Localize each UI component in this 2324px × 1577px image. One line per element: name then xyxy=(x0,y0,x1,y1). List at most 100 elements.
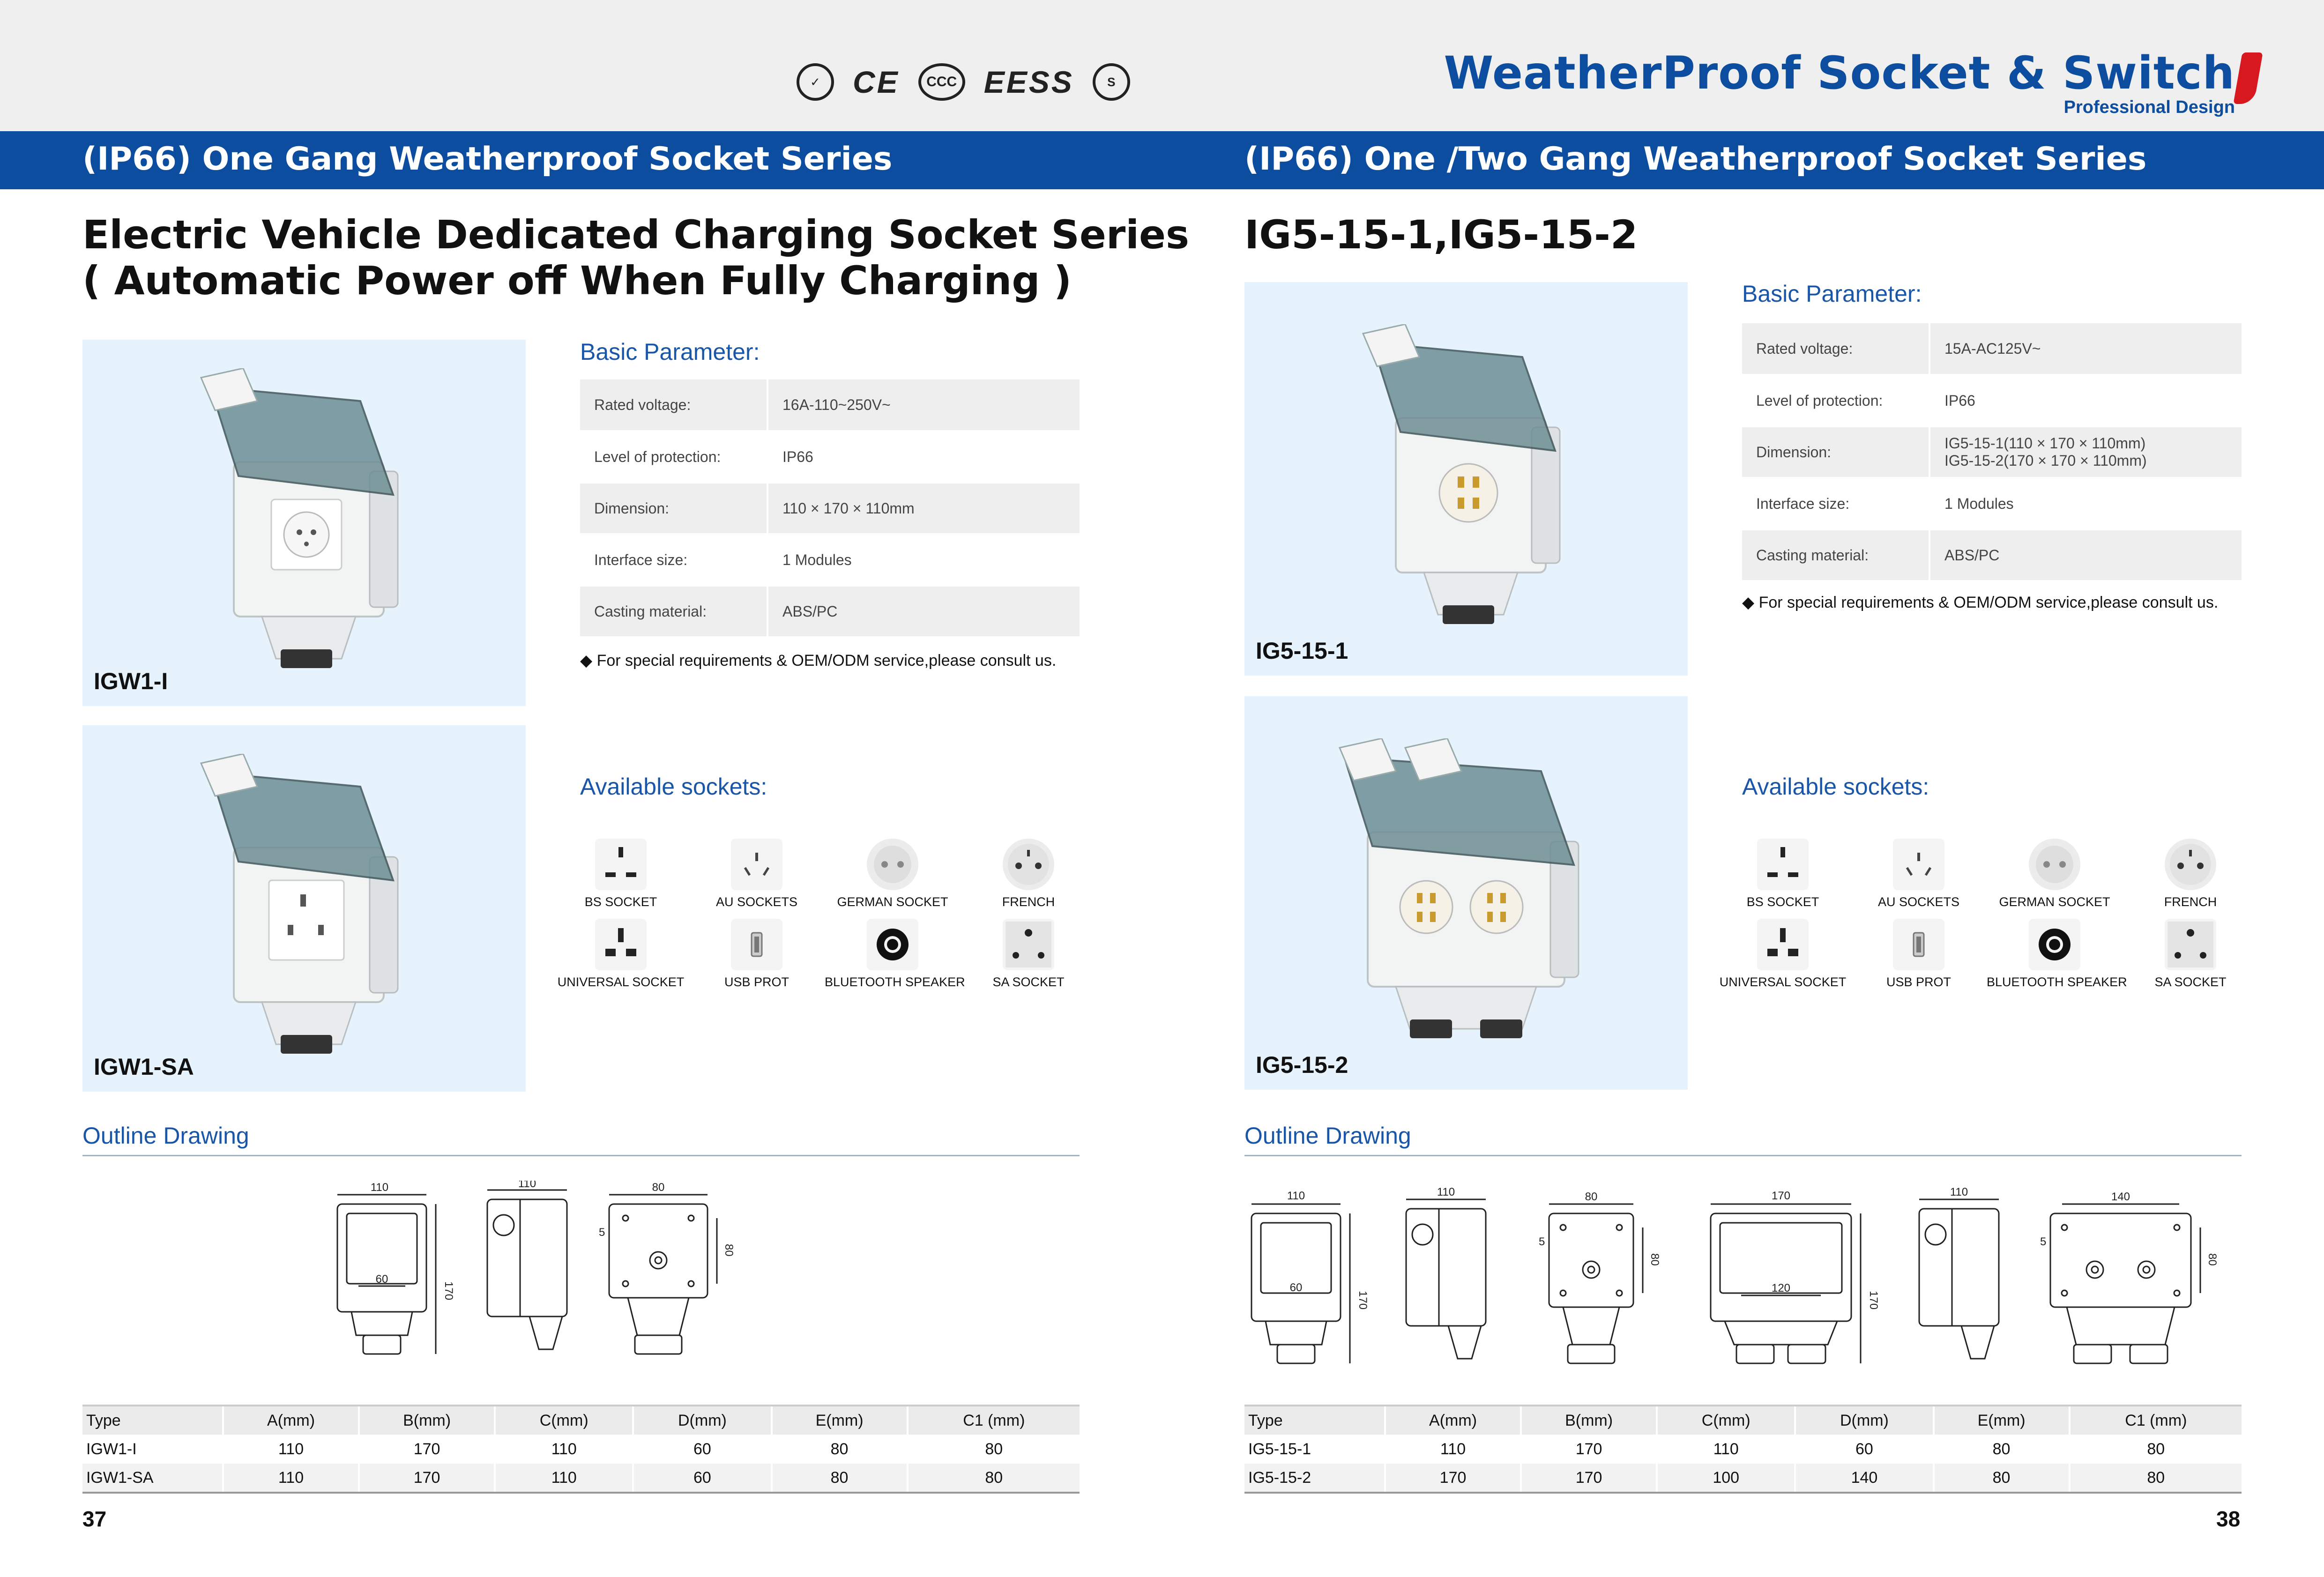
dim-label: 5 xyxy=(2040,1235,2046,1248)
german-socket-icon xyxy=(867,839,918,890)
dim-label: 110 xyxy=(1437,1186,1455,1198)
table-cell: 80 xyxy=(2068,1464,2242,1494)
socket-option: UNIVERSAL SOCKET xyxy=(553,919,689,989)
param-value: IP66 xyxy=(767,431,1080,484)
socket-label: AU SOCKETS xyxy=(1877,895,1960,909)
column-header: A(mm) xyxy=(222,1405,359,1435)
au-socket-icon xyxy=(731,839,782,890)
socket-option: BLUETOOTH SPEAKER xyxy=(1987,919,2127,989)
socket-option: FRENCH xyxy=(961,839,1096,909)
param-value: 1 Modules xyxy=(1929,478,2242,530)
socket-label: FRENCH xyxy=(2164,895,2217,909)
table-cell: 110 xyxy=(1656,1435,1795,1464)
table-cell: 170 xyxy=(358,1464,495,1494)
ccc-mark: CCC xyxy=(918,63,965,101)
right-page-number: 38 xyxy=(2216,1507,2241,1531)
dim-label: 110 xyxy=(518,1181,536,1190)
param-label: Level of protection: xyxy=(580,431,767,484)
column-header: D(mm) xyxy=(632,1405,772,1435)
universal-socket-icon xyxy=(595,919,647,970)
front-view xyxy=(336,1194,437,1355)
left-page-title: Electric Vehicle Dedicated Charging Sock… xyxy=(82,212,1189,304)
param-value: 15A-AC125V~ xyxy=(1929,323,2242,376)
socket-label: FRENCH xyxy=(1002,895,1055,909)
usb-port-icon xyxy=(731,919,782,970)
param-row: Rated voltage:15A-AC125V~ xyxy=(1742,323,2242,376)
left-dimension-table: Type A(mm) B(mm) C(mm) D(mm) E(mm) C1 (m… xyxy=(82,1405,1080,1494)
param-row: Dimension:110 × 170 × 110mm xyxy=(580,483,1080,535)
socket-label: GERMAN SOCKET xyxy=(1999,895,2110,909)
saa-mark-icon: S xyxy=(1092,63,1130,101)
dim-label: 5 xyxy=(1539,1235,1545,1248)
param-label: Level of protection: xyxy=(1742,375,1929,427)
socket-option: FRENCH xyxy=(2123,839,2258,909)
side-view-single xyxy=(1405,1198,1487,1360)
table-cell: 170 xyxy=(358,1435,495,1464)
socket-option: AU SOCKETS xyxy=(689,839,825,909)
dim-label: 170 xyxy=(1867,1291,1880,1309)
table-cell: 170 xyxy=(1520,1435,1657,1464)
left-basic-parameter-heading: Basic Parameter: xyxy=(580,339,760,365)
column-header: B(mm) xyxy=(1520,1405,1657,1435)
right-basic-parameter-heading: Basic Parameter: xyxy=(1742,281,1922,307)
dim-label: 80 xyxy=(1585,1190,1598,1203)
dim-label: 120 xyxy=(1772,1282,1790,1294)
dim-label: 170 xyxy=(1772,1190,1790,1202)
product-photo-ig5-15-2: IG5-15-2 xyxy=(1244,696,1688,1090)
param-row: Level of protection:IP66 xyxy=(1742,375,2242,427)
socket-label: UNIVERSAL SOCKET xyxy=(557,975,685,989)
bs-socket-icon xyxy=(1757,839,1809,890)
section-band xyxy=(0,131,2324,189)
brand-subtitle: Professional Design xyxy=(2063,97,2235,117)
dim-label: 170 xyxy=(442,1281,455,1300)
table-row: IG5-15-1 110 170 110 60 80 80 xyxy=(1244,1435,2242,1464)
sa-socket-icon xyxy=(1003,919,1054,970)
table-cell: 80 xyxy=(770,1464,908,1494)
table-cell: 110 xyxy=(1384,1435,1521,1464)
param-label: Casting material: xyxy=(1742,529,1929,582)
param-row: Level of protection:IP66 xyxy=(580,431,1080,484)
back-view-single xyxy=(1548,1203,1644,1364)
table-cell: 80 xyxy=(906,1435,1080,1464)
param-label: Rated voltage: xyxy=(580,379,767,432)
front-view-single xyxy=(1251,1203,1351,1364)
socket-option: BS SOCKET xyxy=(1715,839,1851,909)
column-header: C1 (mm) xyxy=(2068,1405,2242,1435)
eess-mark: EESS xyxy=(983,65,1074,99)
column-header: D(mm) xyxy=(1794,1405,1934,1435)
dim-label: 60 xyxy=(1290,1281,1303,1294)
back-view-double xyxy=(2049,1203,2201,1364)
right-socket-grid: BS SOCKET AU SOCKETS GERMAN SOCKET FRENC… xyxy=(1715,839,2258,989)
side-view xyxy=(486,1189,568,1350)
left-oem-note: ◆ For special requirements & OEM/ODM ser… xyxy=(580,652,1057,669)
socket-label: SA SOCKET xyxy=(992,975,1065,989)
left-page-number: 37 xyxy=(82,1507,107,1531)
table-cell: IGW1-I xyxy=(86,1440,137,1458)
brand-name: WeatherProof Socket & Switch xyxy=(1444,47,2235,99)
french-socket-icon xyxy=(1003,839,1054,890)
param-row: Dimension:IG5-15-1(110 × 170 × 110mm)IG5… xyxy=(1742,426,2242,479)
socket-label: AU SOCKETS xyxy=(715,895,798,909)
column-header: Type xyxy=(1244,1405,1385,1435)
divider xyxy=(82,1155,1080,1156)
product-photo-igw1-sa: IGW1-SA xyxy=(82,725,526,1092)
column-header: E(mm) xyxy=(1932,1405,2070,1435)
product-photo-ig5-15-1: IG5-15-1 xyxy=(1244,282,1688,676)
column-header: E(mm) xyxy=(770,1405,908,1435)
weatherproof-socket-nema-single-icon xyxy=(1362,324,1561,624)
table-cell: 170 xyxy=(1384,1464,1521,1494)
table-cell: 100 xyxy=(1656,1464,1795,1494)
right-outline-drawing-heading: Outline Drawing xyxy=(1244,1123,1411,1149)
table-cell: 60 xyxy=(632,1435,772,1464)
photo-caption: IGW1-SA xyxy=(94,1054,194,1080)
param-label: Interface size: xyxy=(580,534,767,587)
socket-label: BS SOCKET xyxy=(1746,895,1819,909)
socket-label: GERMAN SOCKET xyxy=(837,895,948,909)
table-cell: 80 xyxy=(770,1435,908,1464)
param-value: ABS/PC xyxy=(1929,529,2242,582)
table-cell: 80 xyxy=(2068,1435,2242,1464)
dim-label: 80 xyxy=(1648,1253,1661,1266)
ce-mark: CE xyxy=(853,65,900,99)
socket-label: BS SOCKET xyxy=(584,895,657,909)
dim-label: 80 xyxy=(723,1244,735,1257)
